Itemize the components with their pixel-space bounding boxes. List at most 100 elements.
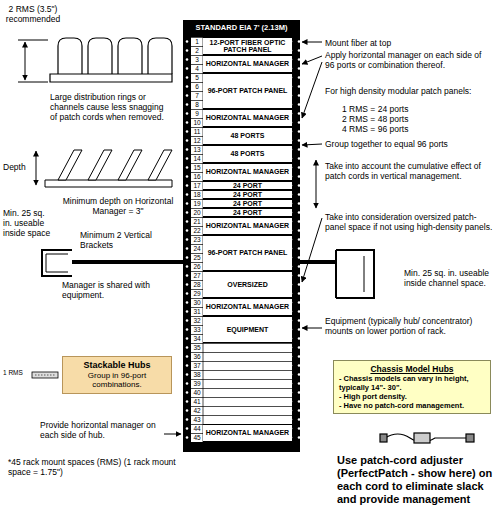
row-number: 3 [191,55,203,64]
rack-unit-label: 24 PORT [203,200,292,207]
rack-unit-label: HORIZONTAL MANAGER [203,429,292,436]
callout-text: Group together to equal 96 ports [325,139,490,149]
rack-unit-group: HORIZONTAL MANAGER [203,424,292,442]
row-number: 9 [191,109,203,118]
row-number: 29 [191,289,203,298]
row-number: 32 [191,316,203,325]
row-number: 30 [191,298,203,307]
callout-text: Min. 25 sq. in. useable inside channel s… [404,268,494,288]
rack-unit-label: 24 PORT [203,182,292,189]
rack-unit-label: EQUIPMENT [203,326,292,333]
row-number: 13 [191,145,203,154]
distribution-rings [50,38,172,82]
row-number: 42 [191,406,203,415]
callout-text: 1 RMS [3,369,30,377]
row-number: 21 [191,217,203,226]
rack-unit-label: HORIZONTAL MANAGER [203,222,292,229]
rack-unit-label: HORIZONTAL MANAGER [203,60,292,67]
callout-text: 1 RMS = 24 ports [342,104,462,114]
rack-unit-group: 48 PORTS [203,127,292,145]
rack-unit-label: 48 PORTS [203,150,292,157]
rack-unit-group: HORIZONTAL MANAGER [203,217,292,235]
row-number: 36 [191,352,203,361]
callout-text: Provide horizontal manager on each side … [40,420,162,440]
box-heading: Stackable Hubs [67,360,167,371]
callout-text: For high density modular patch panels: [325,86,497,96]
callout-text: Large distribution rings or channels cau… [50,92,172,123]
row-number: 38 [191,370,203,379]
rack-unit-label: HORIZONTAL MANAGER [203,168,292,175]
callout-text: *45 rack mount spaces (RMS) (1 rack moun… [8,457,176,477]
rack-unit-group: 48 PORTS [203,145,292,163]
dimension-line [18,40,48,82]
rack-unit-group: EQUIPMENT [203,316,292,343]
row-number: 31 [191,307,203,316]
callout-text: Depth [3,162,33,172]
row-number: 15 [191,163,203,172]
rack-unit-group: OVERSIZED [203,271,292,298]
rack-unit-group: 24 PORT [203,199,292,208]
callout-text: Equipment (typically hub/ concentrator) … [325,316,495,336]
row-number: 10 [191,118,203,127]
box-note: Group in 96-port combinations. [67,371,167,390]
callout-text: Apply horizontal manager on each side of… [325,50,493,70]
row-number: 24 [191,244,203,253]
box-heading: Chassis Model Hubs [339,364,485,374]
bullet-item: - Have no patch-cord management. [339,401,485,410]
row-number: 18 [191,190,203,199]
rack-title: STANDARD EIA 7' (2.13M) [183,20,300,32]
rack-unit-label: 96-PORT PATCH PANEL [203,249,292,256]
row-number: 39 [191,379,203,388]
row-number: 43 [191,415,203,424]
rack-unit-label: 24 PORT [203,191,292,198]
manager-channel [300,250,374,298]
patch-cord-adjuster [380,433,474,443]
row-number: 19 [191,199,203,208]
row-number: 1 [191,37,203,46]
rack-unit-group: 96-PORT PATCH PANEL [203,73,292,109]
callout-text: Use patch-cord adjuster (PerfectPatch - … [337,454,495,506]
manager-fingers [36,150,172,187]
row-number: 26 [191,262,203,271]
rack-unit-label: 48 PORTS [203,132,292,139]
bullet-item: - High port density. [339,392,485,401]
rack-unit-group: 12-PORT FIBER OPTIC PATCH PANEL [203,37,292,55]
row-number: 20 [191,208,203,217]
row-number: 17 [191,181,203,190]
row-number: 35 [191,343,203,352]
rack-unit-group: 96-PORT PATCH PANEL [203,235,292,271]
callout-text: Take into account the cumulative effect … [325,161,493,181]
rack-unit-group: HORIZONTAL MANAGER [203,298,292,316]
rack-unit-group: 24 PORT [203,190,292,199]
callout-text: Mount fiber at top [325,38,475,48]
leader-lines [164,42,322,434]
row-number: 33 [191,325,203,334]
rack-unit-label: 96-PORT PATCH PANEL [203,87,292,94]
row-number: 23 [191,235,203,244]
row-number: 22 [191,226,203,235]
rack-unit-label: HORIZONTAL MANAGER [203,303,292,310]
rack [183,20,300,452]
row-number: 2 [191,46,203,55]
callout-text: 2 RMS = 48 ports [342,114,462,124]
callout-text: Minimum depth on Horizontal Manager = 3" [58,196,178,216]
callout-text: Manager is shared with equipment. [62,280,174,300]
callout-text: 4 RMS = 96 ports [342,124,462,134]
rack-unit-label: OVERSIZED [203,281,292,288]
row-number: 34 [191,334,203,343]
callout-text: Minimum 2 Vertical Brackets [80,230,156,250]
row-number: 7 [191,91,203,100]
rack-unit-group: HORIZONTAL MANAGER [203,109,292,127]
info-box: Chassis Model Hubs- Chassis models can v… [333,360,491,414]
row-number: 28 [191,280,203,289]
row-number: 37 [191,361,203,370]
row-number: 6 [191,82,203,91]
row-number: 45 [191,433,203,442]
row-number: 44 [191,424,203,433]
rack-unit-group: 24 PORT [203,181,292,190]
rack-unit-label: HORIZONTAL MANAGER [203,114,292,121]
row-number: 11 [191,127,203,136]
rack-unit-label: 12-PORT FIBER OPTIC PATCH PANEL [203,39,292,54]
row-number: 16 [191,172,203,181]
callout-text: Take into consideration oversized patch-… [325,212,493,232]
